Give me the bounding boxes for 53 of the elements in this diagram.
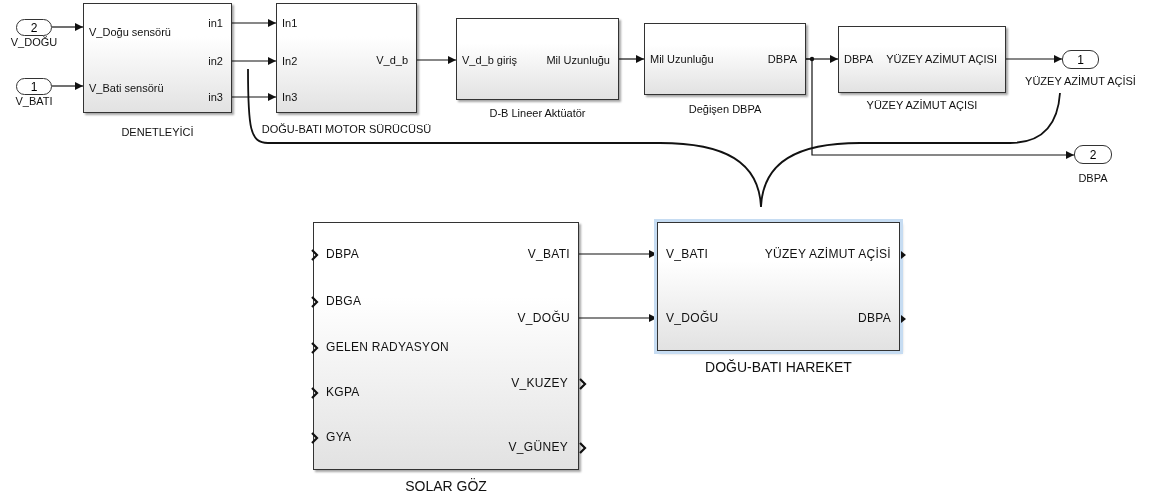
port-label: V_Bati sensörü (89, 82, 164, 95)
block-caption: DBPA (1078, 172, 1108, 185)
subsystem-block (456, 18, 619, 100)
block-caption: V_DOĞU (10, 36, 58, 49)
port-label: In3 (282, 91, 298, 104)
signal-arrow (231, 93, 277, 101)
block-caption: Değişen DBPA (688, 103, 762, 116)
signal-arrow (416, 56, 457, 64)
port-label: V_BATI (666, 248, 709, 261)
signal-arrow (51, 23, 84, 31)
port-label: in2 (208, 55, 223, 68)
signal-arrow (805, 58, 1075, 159)
signal-arrow (231, 57, 277, 65)
port-label: V_Doğu sensörü (89, 26, 171, 39)
port-label: GYA (326, 431, 352, 444)
port-label: V_BATI (527, 248, 570, 261)
signal-arrow (1005, 55, 1063, 63)
port-label: YÜZEY AZİMUT AÇISI (886, 53, 997, 66)
port-label: In2 (282, 55, 298, 68)
port-label: DBPA (767, 53, 797, 66)
subsystem-block (838, 26, 1006, 93)
port-label: KGPA (326, 386, 360, 399)
block-caption: YÜZEY AZİMUT AÇİSİ (1025, 75, 1136, 88)
block-caption: D-B Lineer Aktüatör (489, 107, 586, 120)
port-label: V_DOĞU (666, 312, 719, 325)
block-caption: DOĞU-BATI MOTOR SÜRÜCÜSÜ (261, 123, 432, 136)
port-label: Mil Uzunluğu (546, 54, 610, 67)
block-caption: DENETLEYİCİ (121, 126, 194, 139)
port-label: DBGA (326, 295, 362, 308)
port-label: V_GÜNEY (508, 441, 568, 454)
port-label: V_KUZEY (511, 377, 568, 390)
block-caption: SOLAR GÖZ (405, 480, 487, 493)
port-label: Mil Uzunluğu (650, 53, 714, 66)
port-label: V_d_b (376, 54, 408, 67)
subsystem-block (644, 23, 806, 95)
block-caption: YÜZEY AZİMUT AÇISI (866, 99, 978, 112)
signal-arrow (51, 82, 84, 90)
port-label: In1 (282, 17, 298, 30)
port-label: V_DOĞU (517, 312, 570, 325)
block-caption: DOĞU-BATI HAREKET (705, 361, 852, 374)
port-label: DBPA (858, 312, 891, 325)
port-label: in3 (208, 91, 223, 104)
port-label: DBPA (844, 53, 874, 66)
port-label: YÜZEY AZİMUT AÇİSİ (764, 248, 891, 261)
block-caption: V_BATI (15, 95, 53, 108)
signal-arrow (618, 55, 645, 63)
port-label: GELEN RADYASYON (326, 341, 449, 354)
subsystem-block (83, 3, 232, 113)
port-label: DBPA (326, 248, 359, 261)
port-label: V_d_b giriş (462, 54, 518, 67)
signal-arrow (231, 19, 277, 27)
subsystem-block (276, 3, 417, 113)
port-label: in1 (208, 17, 223, 30)
